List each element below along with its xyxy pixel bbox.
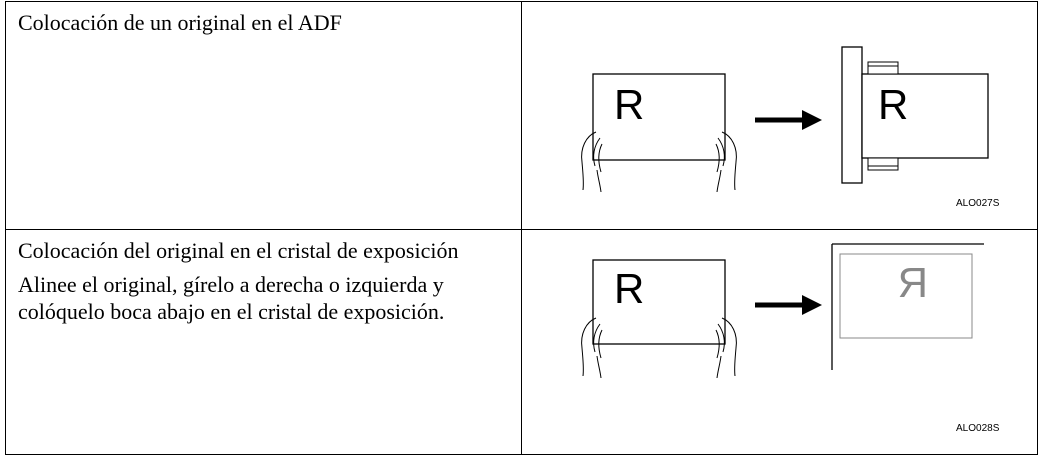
arrow-icon: [802, 295, 822, 315]
sheet-letter: R: [614, 265, 644, 312]
figure-code: ALO027S: [956, 198, 1000, 209]
step-heading-glass: Colocación del original en el cristal de…: [18, 238, 459, 263]
figure-cell-adf: R R ALO027S: [521, 1, 1038, 230]
instruction-table: Colocación de un original en el ADF R: [5, 1, 1038, 455]
table-row: Colocación del original en el cristal de…: [5, 229, 1038, 455]
mirrored-letter: R: [898, 259, 928, 306]
sheet-letter: R: [614, 81, 644, 128]
glass-sheet: [839, 253, 973, 339]
adf-letter: R: [878, 81, 908, 128]
adf-top-slot: [867, 61, 899, 75]
text-cell: Colocación del original en el cristal de…: [5, 229, 522, 455]
text-cell: Colocación de un original en el ADF: [5, 1, 522, 230]
figure-cell-glass: R R ALO028S: [521, 229, 1038, 455]
adf-tray: [861, 73, 989, 159]
left-hand-icon: [581, 317, 603, 379]
original-sheet: [592, 73, 726, 161]
arrow-icon: [802, 110, 822, 130]
original-sheet: [592, 259, 726, 345]
adf-illustration: R R ALO027S: [581, 46, 1000, 209]
left-hand-icon: [581, 131, 603, 193]
adf-guide: [841, 46, 863, 184]
adf-bottom-slot: [867, 157, 899, 171]
table-row: Colocación de un original en el ADF R: [5, 1, 1038, 230]
figure-code: ALO028S: [956, 423, 1000, 434]
step-heading-adf: Colocación de un original en el ADF: [18, 10, 342, 35]
right-hand-icon: [715, 131, 737, 193]
step-body-glass: Alinee el original, gírelo a derecha o i…: [18, 272, 445, 324]
glass-illustration: R R ALO028S: [581, 243, 1000, 434]
right-hand-icon: [715, 317, 737, 379]
